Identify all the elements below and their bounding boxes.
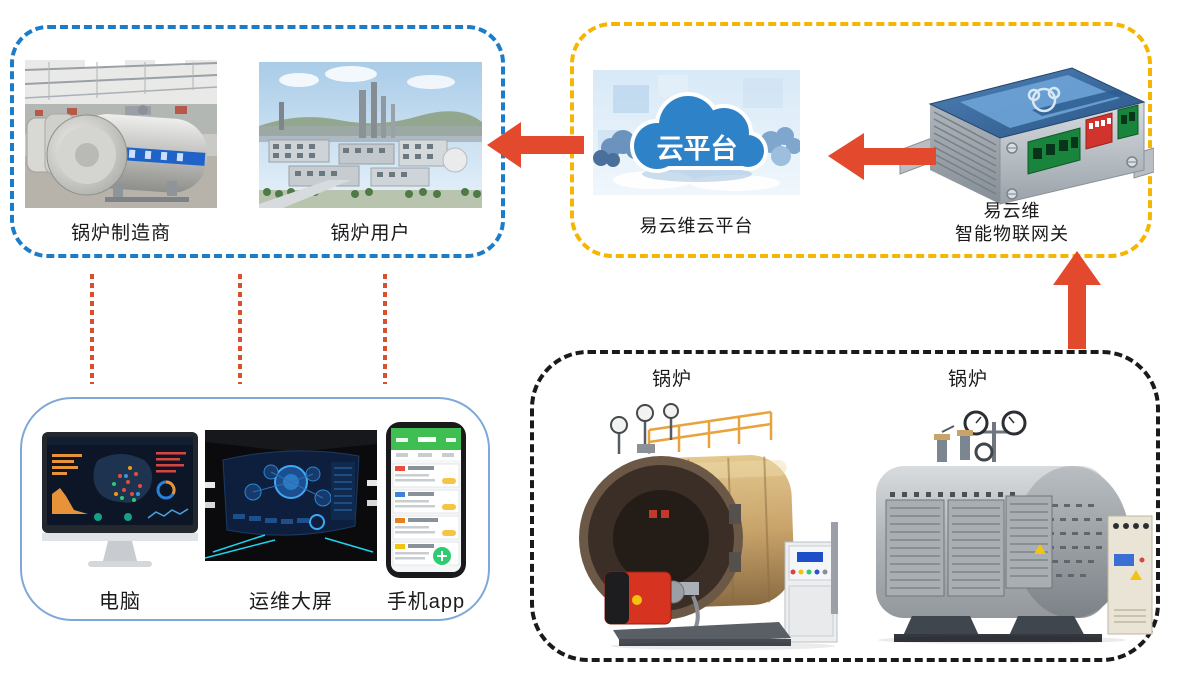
desktop-monitor-image — [36, 432, 204, 572]
plant-user-label: 锅炉用户 — [330, 223, 411, 244]
boiler2-image — [842, 404, 1154, 646]
boiler1-image — [553, 396, 840, 650]
phone-app-image — [384, 420, 468, 580]
cloud-platform-image: 云平台 — [593, 70, 800, 195]
connector-dotted-line — [238, 274, 242, 384]
boiler-plant-photo — [259, 62, 482, 208]
gateway-label: 易云维 智能物联网关 — [900, 200, 1124, 246]
desktop-label: 电脑 — [99, 591, 141, 613]
phone-label: 手机app — [386, 591, 466, 613]
boiler2-label: 锅炉 — [947, 369, 988, 390]
connector-dotted-line — [383, 274, 387, 384]
arrow-cloud-to-users-icon — [487, 122, 584, 168]
boiler-group-box — [530, 350, 1160, 662]
bigscreen-label: 运维大屏 — [249, 591, 333, 613]
factory-label: 锅炉制造商 — [70, 223, 171, 244]
gateway-label-line2: 智能物联网关 — [955, 224, 1069, 244]
connector-dotted-line — [90, 274, 94, 384]
cloud-badge-text: 云平台 — [657, 133, 738, 164]
arrow-boilers-to-gateway-icon — [1053, 251, 1101, 349]
boiler1-label: 锅炉 — [651, 369, 692, 390]
video-wall-image — [205, 430, 377, 561]
cloud-platform-label: 易云维云平台 — [639, 216, 754, 236]
boiler-factory-photo — [25, 60, 217, 208]
arrow-gateway-to-cloud-icon — [828, 133, 936, 180]
iot-gateway-image — [882, 58, 1154, 208]
gateway-label-line1: 易云维 — [983, 201, 1041, 221]
